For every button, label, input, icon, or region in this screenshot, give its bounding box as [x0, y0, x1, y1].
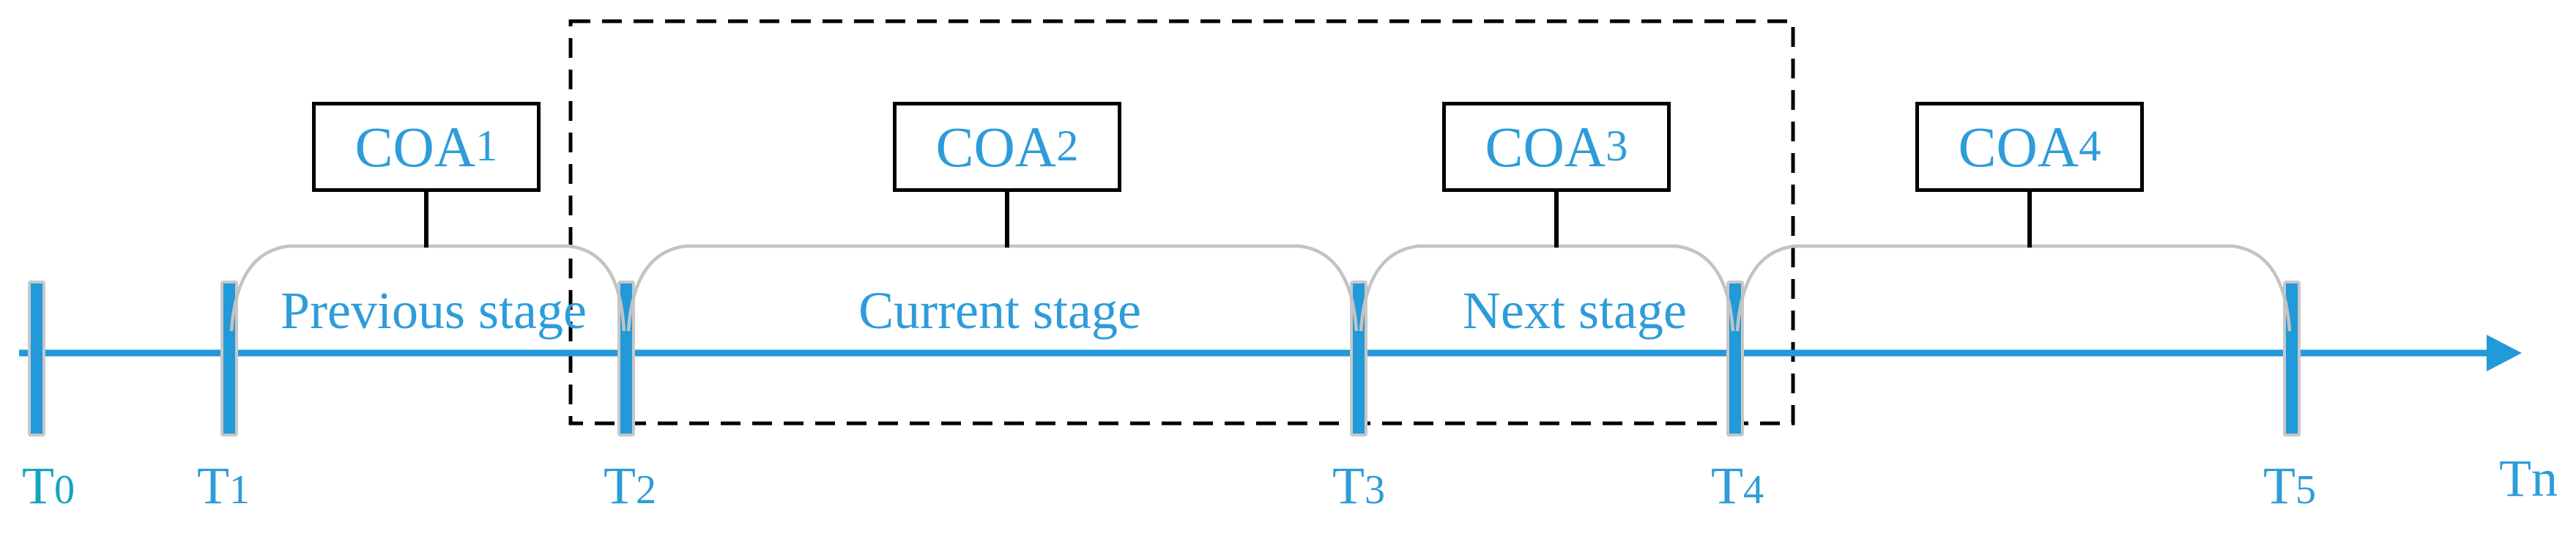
tick-label-t2: T2 [603, 456, 657, 515]
tick-t0 [28, 281, 45, 437]
axis-end-label-tn: Tn [2499, 449, 2558, 508]
coa3-subscript: 3 [1606, 122, 1628, 171]
coa1-label: COA [355, 114, 476, 179]
bracket-future-stage [1735, 244, 2292, 332]
coa2-subscript: 2 [1056, 122, 1079, 171]
bracket-previous-stage [229, 244, 626, 332]
coa4-label: COA [1958, 114, 2079, 179]
timeline-arrowhead-icon [2487, 335, 2522, 371]
coa1-subscript: 1 [475, 122, 498, 171]
next-stage-label: Next stage [1463, 281, 1687, 340]
bracket-next-stage [1359, 244, 1735, 332]
previous-stage-label: Previous stage [281, 281, 587, 340]
dashed-focus-box [568, 19, 1795, 426]
tick-label-t3: T3 [1332, 456, 1386, 515]
tick-label-t0: T0 [21, 456, 75, 515]
current-stage-label: Current stage [858, 281, 1141, 340]
tick-label-t1: T1 [196, 456, 250, 515]
tick-label-t4: T4 [1710, 456, 1764, 515]
tick-label-t5: T5 [2263, 456, 2317, 515]
coa4-subscript: 4 [2079, 122, 2101, 171]
coa3-label: COA [1485, 114, 1606, 179]
coa2-label: COA [935, 114, 1057, 179]
bracket-current-stage [626, 244, 1359, 332]
